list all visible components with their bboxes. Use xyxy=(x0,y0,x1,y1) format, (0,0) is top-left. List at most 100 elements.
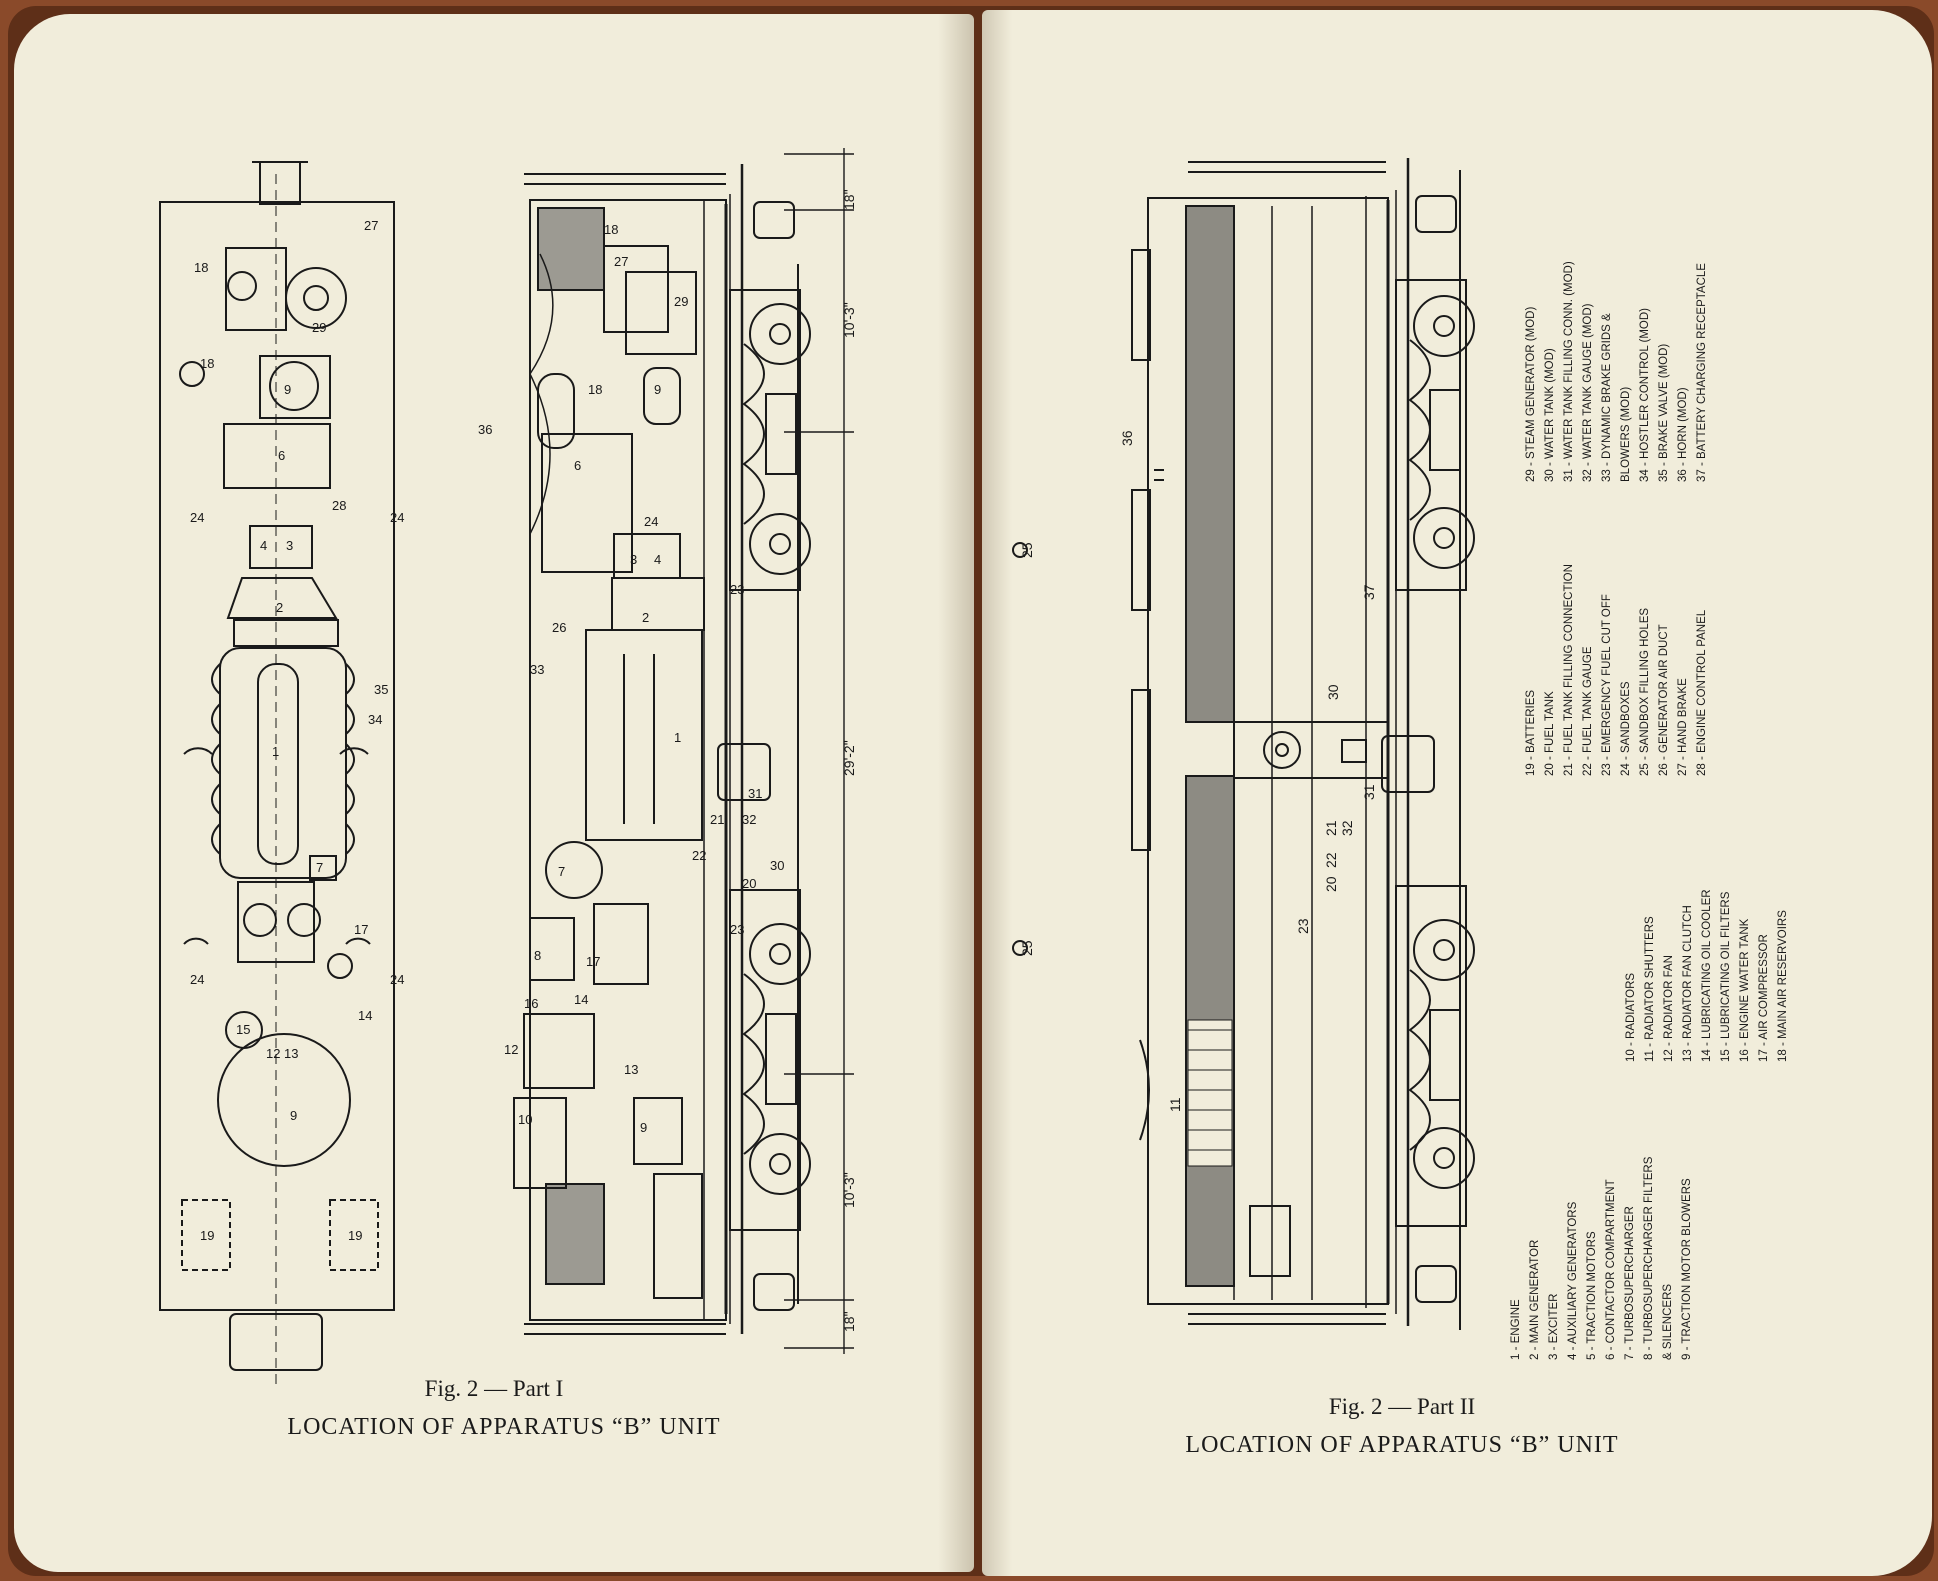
legend-entry: 17 - AIR COMPRESSOR xyxy=(1758,934,1770,1062)
callout-label: 31 xyxy=(1361,784,1377,800)
dimension-label: 18" xyxy=(841,189,857,210)
elevation-callout: 2 xyxy=(642,610,649,625)
elevation-callout: 26 xyxy=(552,620,566,635)
callout-label: 32 xyxy=(1339,820,1355,836)
legend-entry: 15 - LUBRICATING OIL FILTERS xyxy=(1720,891,1732,1062)
legend-entry: 21 - FUEL TANK FILLING CONNECTION xyxy=(1563,564,1575,776)
plan-callout: 9 xyxy=(290,1108,297,1123)
plan-callout: 7 xyxy=(316,860,323,875)
figure-label: Fig. 2 — Part I xyxy=(424,1376,564,1401)
elevation-callout: 18 xyxy=(604,222,618,237)
plan-callout: 35 xyxy=(374,682,388,697)
plan-callout: 17 xyxy=(354,922,368,937)
legend-entry: 8 - TURBOSUPERCHARGER FILTERS xyxy=(1643,1156,1655,1360)
figure-label: Fig. 2 — Part II xyxy=(1328,1394,1476,1419)
plan-callout: 27 xyxy=(364,218,378,233)
legend-entry: 19 - BATTERIES xyxy=(1525,689,1537,776)
elevation-callout: 7 xyxy=(558,864,565,879)
front-truck xyxy=(1395,279,1475,591)
plan-callout: 12 xyxy=(266,1046,280,1061)
legend-entry: 11 - RADIATOR SHUTTERS xyxy=(1644,916,1656,1062)
left-page: 18 27 29 18 9 6 28 24 24 4 3 2 1 34 35 7… xyxy=(14,14,974,1572)
legend-entry: 7 - TURBOSUPERCHARGER xyxy=(1624,1206,1636,1360)
plan-view xyxy=(159,161,395,1384)
legend-entry: 33 - DYNAMIC BRAKE GRIDS & xyxy=(1601,313,1613,482)
plan-callout: 3 xyxy=(286,538,293,553)
elevation-callout: 8 xyxy=(534,948,541,963)
plan-callout: 13 xyxy=(284,1046,298,1061)
elevation-callout: 17 xyxy=(586,954,600,969)
callout-label: 22 xyxy=(1323,852,1339,868)
legend-entry: 32 - WATER TANK GAUGE (MOD) xyxy=(1582,303,1594,482)
front-truck xyxy=(729,289,811,591)
elevation-callout: 23 xyxy=(730,922,744,937)
right-page: 36 25 25 37 30 31 32 21 22 20 23 11 1 - … xyxy=(982,10,1932,1576)
page-gutter-shadow xyxy=(982,10,1012,1576)
plan-callout: 24 xyxy=(390,972,404,987)
legend-entry: 3 - EXCITER xyxy=(1548,1293,1560,1360)
legend-entry: 26 - GENERATOR AIR DUCT xyxy=(1658,624,1670,776)
legend-entry: 18 - MAIN AIR RESERVOIRS xyxy=(1777,910,1789,1062)
plan-callout: 24 xyxy=(190,510,204,525)
elevation-callout: 6 xyxy=(574,458,581,473)
elevation-callout: 36 xyxy=(478,422,492,437)
elevation-view xyxy=(513,164,811,1335)
legend-entry: 36 - HORN (MOD) xyxy=(1677,387,1689,482)
legend-column-2: 10 - RADIATORS 11 - RADIATOR SHUTTERS 12… xyxy=(1622,889,1793,1062)
legend-entry: 30 - WATER TANK (MOD) xyxy=(1544,348,1556,482)
plan-callout: 9 xyxy=(284,382,291,397)
callout-label: 21 xyxy=(1323,820,1339,836)
legend-entry: 23 - EMERGENCY FUEL CUT OFF xyxy=(1601,594,1613,776)
legend-entry: & SILENCERS xyxy=(1662,1283,1674,1360)
elevation-callout: 29 xyxy=(674,294,688,309)
callout-label: 30 xyxy=(1325,684,1341,700)
elevation-callout: 9 xyxy=(640,1120,647,1135)
legend-entry: 27 - HAND BRAKE xyxy=(1677,678,1689,776)
legend-entry: 2 - MAIN GENERATOR xyxy=(1529,1239,1541,1360)
legend-entry: 4 - AUXILIARY GENERATORS xyxy=(1567,1201,1579,1360)
figure-title: LOCATION OF APPARATUS “B” UNIT xyxy=(1185,1432,1619,1458)
part-two-callouts: 36 25 25 37 30 31 32 21 22 20 23 11 xyxy=(1019,430,1377,1112)
elevation-callout: 24 xyxy=(644,514,658,529)
legend-entry: 34 - HOSTLER CONTROL (MOD) xyxy=(1639,307,1651,482)
plan-callout: 34 xyxy=(368,712,382,727)
dimension-label: 18" xyxy=(841,1311,857,1332)
elevation-callout: 22 xyxy=(692,848,706,863)
legend-entry: 6 - CONTACTOR COMPARTMENT xyxy=(1605,1179,1617,1360)
legend-entry: 13 - RADIATOR FAN CLUTCH xyxy=(1682,905,1694,1062)
plan-callout: 1 xyxy=(272,744,279,759)
elevation-callout: 1 xyxy=(674,730,681,745)
rear-truck xyxy=(1395,885,1475,1227)
dimension-label: 10'-3" xyxy=(841,302,857,338)
elevation-callout: 32 xyxy=(742,812,756,827)
elevation-callout: 31 xyxy=(748,786,762,801)
plan-callout: 18 xyxy=(200,356,214,371)
callout-label: 36 xyxy=(1119,430,1135,446)
plan-callout: 19 xyxy=(348,1228,362,1243)
legend-entry: 14 - LUBRICATING OIL COOLER xyxy=(1701,889,1713,1062)
elevation-callout: 23 xyxy=(730,582,744,597)
callout-label: 11 xyxy=(1167,1097,1183,1112)
legend-column-4: 29 - STEAM GENERATOR (MOD) 30 - WATER TA… xyxy=(1522,261,1712,482)
legend-entry: 22 - FUEL TANK GAUGE xyxy=(1582,646,1594,776)
plan-callout: 14 xyxy=(358,1008,372,1023)
dimension-lines xyxy=(784,148,854,1354)
legend-entry: 24 - SANDBOXES xyxy=(1620,681,1632,776)
plan-callout: 6 xyxy=(278,448,285,463)
callout-label: 25 xyxy=(1019,542,1035,558)
elevation-callout: 33 xyxy=(530,662,544,677)
legend-column-1: 1 - ENGINE 2 - MAIN GENERATOR 3 - EXCITE… xyxy=(1507,1157,1697,1360)
plan-callout: 24 xyxy=(390,510,404,525)
elevation-callout: 20 xyxy=(742,876,756,891)
part-two-drawing: 36 25 25 37 30 31 32 21 22 20 23 11 xyxy=(1012,158,1475,1330)
elevation-callout: 9 xyxy=(654,382,661,397)
legend-entry: 20 - FUEL TANK xyxy=(1544,691,1556,776)
plan-callout: 2 xyxy=(276,600,283,615)
dimension-label: 29'-2" xyxy=(841,740,857,776)
legend-entry: 28 - ENGINE CONTROL PANEL xyxy=(1696,609,1708,776)
legend-entry: 12 - RADIATOR FAN xyxy=(1663,955,1675,1062)
legend-entry: 1 - ENGINE xyxy=(1510,1299,1522,1360)
legend-entry: 25 - SANDBOX FILLING HOLES xyxy=(1639,607,1651,776)
figure-title: LOCATION OF APPARATUS “B” UNIT xyxy=(287,1414,721,1440)
callout-label: 20 xyxy=(1323,876,1339,892)
